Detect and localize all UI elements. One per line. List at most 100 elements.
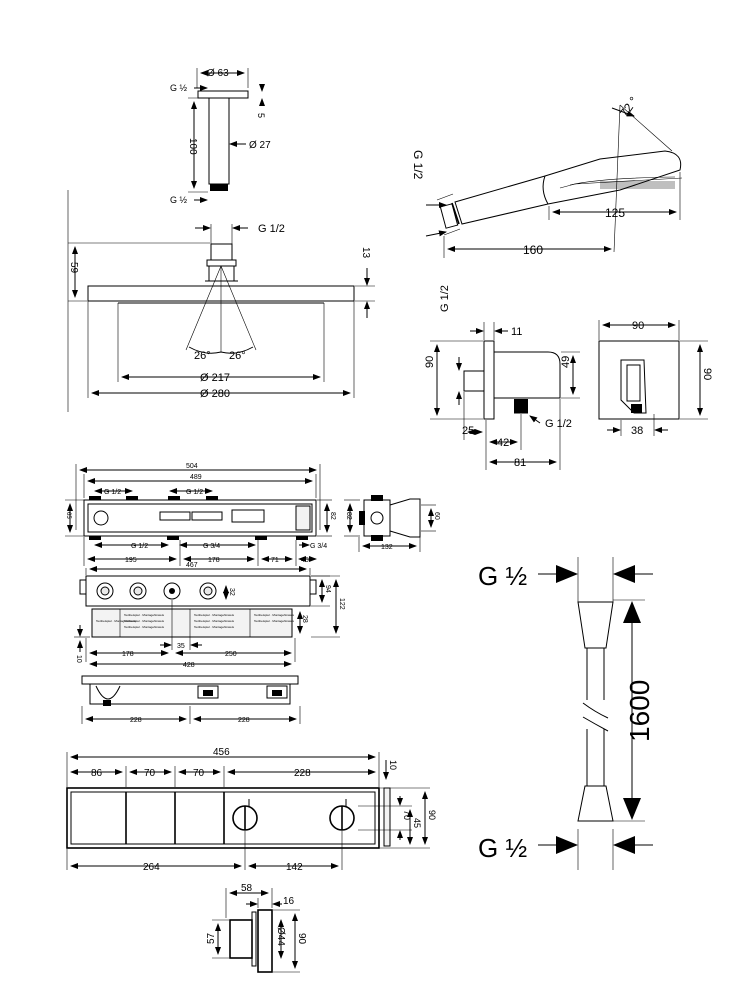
dim-hand-160: 160 (523, 243, 543, 257)
dim-side-82: 82 (345, 512, 352, 520)
dim-front-178: 178 (122, 651, 134, 658)
concealed-box-front-view: Textbeispiel · Montagehinweis Textbeispi… (74, 562, 345, 669)
svg-text:Textbeispiel · Montagehinweis: Textbeispiel · Montagehinweis (124, 619, 165, 623)
dim-side-16: 16 (283, 896, 295, 907)
control-panel-front-view: 456 86 70 70 228 10 70 45 90 264 142 (66, 747, 437, 873)
hose-g-top: G ½ (478, 561, 527, 591)
dim-panel-10: 10 (388, 760, 398, 770)
hand-shower-view: G 1/2 72 ° 125 160 (411, 94, 683, 258)
arm-nut (210, 184, 228, 191)
dim-front-428: 428 (183, 662, 195, 669)
arm-tube (208, 97, 230, 185)
port-2 (129, 582, 147, 600)
svg-text:Textbeispiel · Montagehinweis: Textbeispiel · Montagehinweis (254, 613, 295, 617)
dim-box-178: 178 (208, 557, 220, 564)
dim-elbowf-90w: 90 (632, 320, 644, 332)
elbow-wall-plate (483, 340, 495, 420)
dim-box-g12-a: G 1/2 (104, 489, 121, 496)
arm-flange (197, 90, 249, 99)
dim-hand-g12: G 1/2 (411, 150, 425, 180)
dim-panel-70-a: 70 (144, 768, 156, 779)
handshower-body (454, 150, 682, 225)
dim-box-71: 71 (271, 557, 279, 564)
hose-g-bot: G ½ (478, 833, 527, 863)
label-microtext-block: Textbeispiel · Montagehinweis Textbeispi… (96, 613, 295, 629)
dim-head-d280: Ø 280 (200, 388, 230, 400)
dim-panel-142: 142 (286, 862, 303, 873)
dim-head-59: 59 (68, 262, 79, 274)
port-1 (96, 582, 114, 600)
dim-front-35: 35 (177, 643, 185, 650)
dim-bottom-228-a: 228 (130, 717, 142, 724)
svg-text:Textbeispiel · Montagehinweis: Textbeispiel · Montagehinweis (254, 619, 295, 623)
dim-head-d217: Ø 217 (200, 372, 230, 384)
concealed-box-top-view: 504 489 G 1/2 G 1/2 65 82 G 1/2 G 3/4 G … (65, 463, 336, 566)
dim-front-250: 250 (225, 651, 237, 658)
port-3 (163, 582, 181, 600)
dim-elbowf-90h: 90 (701, 368, 713, 380)
svg-text:Textbeispiel · Montagehinweis: Textbeispiel · Montagehinweis (194, 613, 235, 617)
dim-elbow-90: 90 (424, 356, 436, 368)
panel-frame (66, 787, 380, 849)
dim-head-13: 13 (360, 247, 371, 259)
concealed-box-side-view: 82 60 132 (344, 495, 440, 552)
svg-text:Textbeispiel · Montagehinweis: Textbeispiel · Montagehinweis (96, 619, 137, 623)
wall-elbow-side-view: 11 G 1/2 90 49 25 42 G 1/2 81 (424, 285, 580, 470)
elbow-front-plate (598, 340, 680, 420)
elbow-body (493, 351, 561, 399)
dim-panel-264: 264 (143, 862, 160, 873)
dim-elbow-11: 11 (511, 326, 522, 338)
dim-box-489: 489 (190, 474, 202, 481)
dim-elbow-g12-right: G 1/2 (545, 418, 572, 430)
dim-head-ang-l: 26° (194, 350, 211, 362)
svg-text:Textbeispiel · Montagehinweis: Textbeispiel · Montagehinweis (194, 619, 235, 623)
dim-box-g34-b: G 3/4 (310, 543, 327, 550)
box-front-label (91, 608, 293, 638)
dim-arm-d27: Ø 27 (249, 140, 271, 151)
dim-box-45: 45 (301, 557, 309, 564)
dim-panel-456: 456 (213, 747, 230, 758)
dim-elbow-49: 49 (560, 356, 572, 368)
control-panel-side-view: 58 16 57 Ø44 90 (206, 883, 307, 973)
dim-box-g12-b: G 1/2 (186, 489, 203, 496)
port-4 (199, 582, 217, 600)
dim-panel-45: 45 (412, 818, 422, 828)
dim-elbowf-38: 38 (631, 425, 643, 437)
dim-arm-d63: Ø 63 (207, 68, 229, 79)
dim-front-32: 32 (228, 588, 235, 596)
dim-box-504: 504 (186, 463, 198, 470)
dim-arm-g-top: G ½ (170, 83, 188, 93)
wall-elbow-front-view: 90 90 38 (598, 320, 713, 437)
dim-box-195: 195 (125, 557, 137, 564)
dim-elbow-g12-top: G 1/2 (439, 285, 451, 312)
overhead-shower-view: G 1/2 59 13 26° 26° Ø 217 Ø 280 (67, 190, 375, 412)
dim-bottom-228-b: 228 (238, 717, 250, 724)
shower-hose-view: G ½ G ½ 1600 (478, 557, 655, 870)
dim-front-467: 467 (186, 562, 198, 569)
dim-side-57: 57 (206, 932, 217, 944)
dim-elbow-81: 81 (514, 457, 526, 469)
hose-fitting-top (577, 601, 614, 649)
concealed-box-bottom-view: 228 228 (81, 675, 301, 724)
head-connector (210, 243, 233, 261)
dim-side-132: 132 (381, 544, 393, 551)
dim-arm-100: 100 (187, 138, 198, 155)
dim-box-g34-a: G 3/4 (203, 543, 220, 550)
dim-panel-90: 90 (427, 810, 437, 820)
dim-panel-70-b: 70 (193, 768, 205, 779)
dim-hand-125: 125 (605, 206, 625, 220)
dim-elbow-42: 42 (497, 437, 509, 449)
dim-front-28: 28 (301, 615, 308, 623)
dim-elbow-25: 25 (462, 425, 474, 437)
dim-hand-angle: 72 ° (617, 94, 641, 120)
dim-panel-86: 86 (91, 768, 103, 779)
box-front-frame (85, 575, 311, 607)
hose-length-1600: 1600 (624, 680, 655, 742)
dim-side-58: 58 (241, 883, 253, 894)
dim-box-g12-c: G 1/2 (131, 543, 148, 550)
dim-front-10: 10 (75, 655, 82, 663)
dim-panel-228: 228 (294, 768, 311, 779)
dim-box-82: 82 (329, 512, 336, 520)
dim-front-94: 94 (324, 585, 331, 593)
hose-fitting-bottom (577, 785, 614, 822)
